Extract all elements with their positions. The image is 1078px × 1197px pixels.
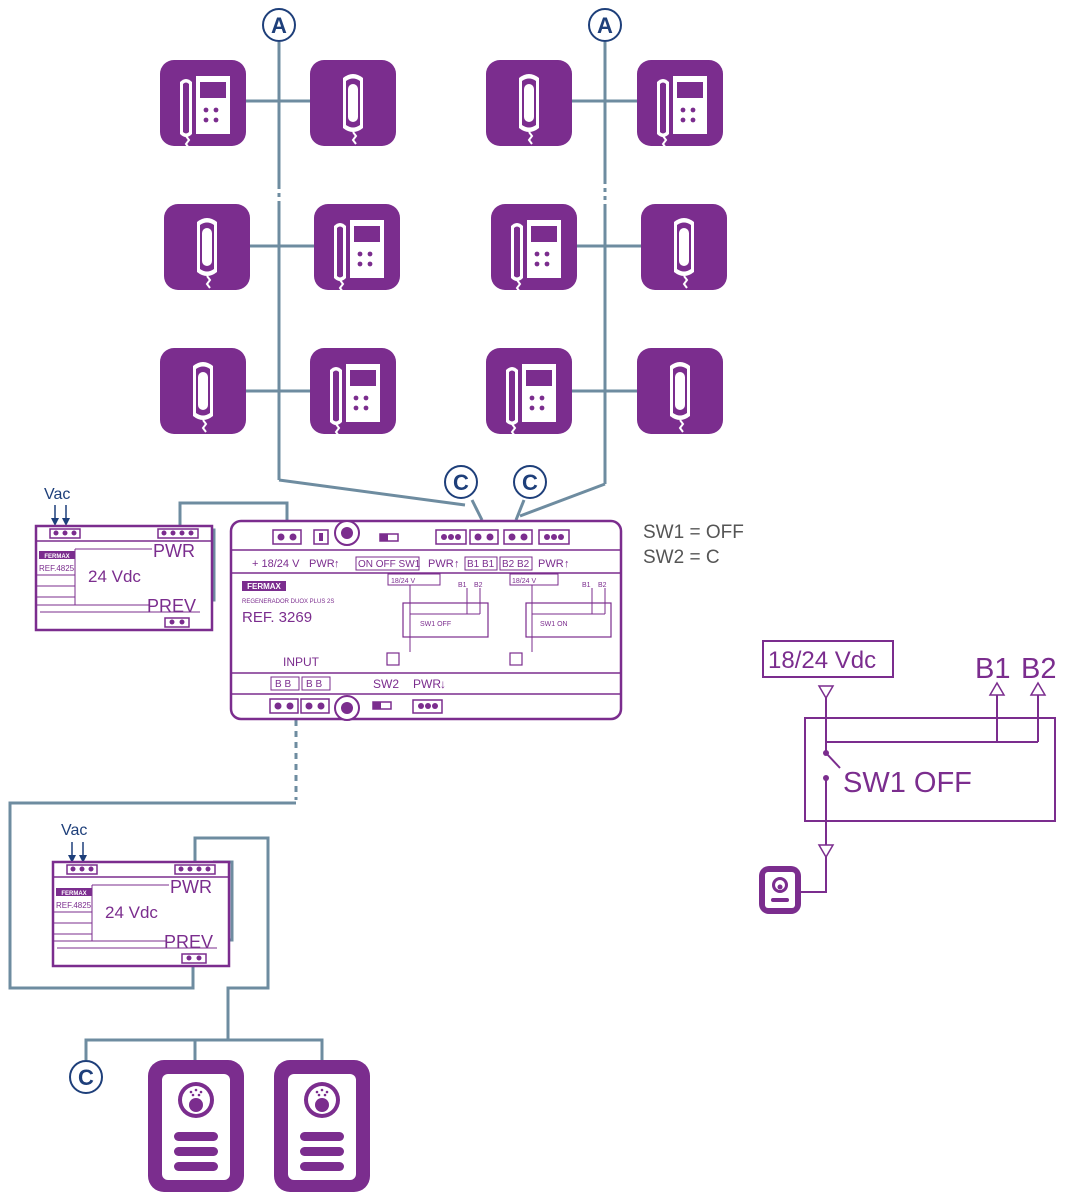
door-panel-icon <box>274 1060 370 1192</box>
svg-text:24 Vdc: 24 Vdc <box>88 567 141 586</box>
svg-text:PWR: PWR <box>538 558 564 570</box>
power-supply-bottom: Vac FERMAX REF.4825 PWR 24 Vdc PREV <box>51 822 231 968</box>
svg-text:SW1 OFF: SW1 OFF <box>843 767 972 799</box>
svg-text:SW1 ON: SW1 ON <box>540 621 568 628</box>
svg-text:SW2 = C: SW2 = C <box>643 547 720 568</box>
svg-text:B B: B B <box>275 679 291 690</box>
svg-text:B2: B2 <box>1021 653 1056 685</box>
svg-text:B1: B1 <box>975 653 1010 685</box>
door-panel-icon <box>148 1060 244 1192</box>
video-monitor-icon <box>486 348 572 434</box>
switch-detail-diagram: 18/24 Vdc B1 B2 SW1 OFF <box>759 640 1056 914</box>
video-monitor-icon <box>310 348 396 434</box>
svg-text:SW1 = OFF: SW1 = OFF <box>643 522 744 543</box>
svg-text:PWR: PWR <box>413 677 441 691</box>
bus-marker-a-left: A <box>262 8 296 42</box>
settings-note: SW1 = OFF SW2 = C <box>643 522 744 568</box>
video-monitor-icon <box>160 60 246 146</box>
svg-text:REGENERADOR DUOX PLUS 2S: REGENERADOR DUOX PLUS 2S <box>242 599 334 605</box>
svg-text:↓: ↓ <box>440 677 446 691</box>
svg-text:FERMAX: FERMAX <box>247 582 281 591</box>
svg-text:PWR: PWR <box>153 541 195 561</box>
svg-text:C: C <box>453 470 469 495</box>
svg-text:24 Vdc: 24 Vdc <box>105 903 158 922</box>
svg-text:ON OFF SW1: ON OFF SW1 <box>358 559 421 570</box>
svg-text:SW2: SW2 <box>373 677 399 691</box>
svg-text:B1 B1: B1 B1 <box>467 559 495 570</box>
bus-marker-c-top-right: C <box>513 465 547 499</box>
bus-marker-a-right: A <box>588 8 622 42</box>
svg-text:A: A <box>597 13 613 38</box>
svg-text:REF.4825: REF.4825 <box>56 901 92 910</box>
power-supply-top: Vac FERMAX REF.4825 PWR 24 Vdc PREV <box>34 486 214 632</box>
bus-wiring <box>8 42 642 1060</box>
svg-text:Vac: Vac <box>44 486 70 503</box>
svg-text:A: A <box>271 13 287 38</box>
svg-text:REF.4825: REF.4825 <box>39 564 75 573</box>
audio-handset-icon <box>641 204 727 290</box>
audio-handset-icon <box>310 60 396 146</box>
svg-text:Vac: Vac <box>61 822 87 839</box>
svg-text:PREV: PREV <box>147 596 196 616</box>
svg-text:18/24 V: 18/24 V <box>512 578 536 585</box>
svg-text:B2: B2 <box>598 582 607 589</box>
svg-text:↑: ↑ <box>334 558 340 570</box>
audio-handset-icon <box>164 204 250 290</box>
svg-text:C: C <box>78 1065 94 1090</box>
bus-marker-c-bottom: C <box>69 1060 103 1094</box>
audio-handset-icon <box>637 348 723 434</box>
svg-text:PREV: PREV <box>164 932 213 952</box>
svg-text:INPUT: INPUT <box>283 655 320 669</box>
svg-text:FERMAX: FERMAX <box>61 891 86 897</box>
svg-text:↑: ↑ <box>564 558 570 570</box>
video-monitor-icon <box>314 204 400 290</box>
svg-text:PWR: PWR <box>309 558 335 570</box>
regenerator-3269: + 18/24 V PWR ↑ ON OFF SW1 PWR ↑ B1 B1 B… <box>229 519 623 721</box>
svg-text:PWR: PWR <box>428 558 454 570</box>
svg-text:B2: B2 <box>474 582 483 589</box>
video-monitor-icon <box>637 60 723 146</box>
svg-text:B1: B1 <box>582 582 591 589</box>
monitor-device-icon <box>759 866 801 914</box>
svg-text:18/24 Vdc: 18/24 Vdc <box>768 647 876 674</box>
svg-text:18/24 V: 18/24 V <box>391 578 415 585</box>
svg-text:C: C <box>522 470 538 495</box>
svg-text:FERMAX: FERMAX <box>44 554 69 560</box>
svg-text:B2 B2: B2 B2 <box>502 559 530 570</box>
svg-text:B B: B B <box>306 679 322 690</box>
svg-text:PWR: PWR <box>170 877 212 897</box>
bus-marker-c-top-left: C <box>444 465 478 499</box>
svg-text:↑: ↑ <box>454 558 460 570</box>
svg-text:SW1 OFF: SW1 OFF <box>420 621 451 628</box>
svg-text:REF. 3269: REF. 3269 <box>242 609 312 626</box>
svg-text:B1: B1 <box>458 582 467 589</box>
audio-handset-icon <box>486 60 572 146</box>
video-monitor-icon <box>491 204 577 290</box>
svg-text:+ 18/24 V: + 18/24 V <box>252 558 300 570</box>
audio-handset-icon <box>160 348 246 434</box>
